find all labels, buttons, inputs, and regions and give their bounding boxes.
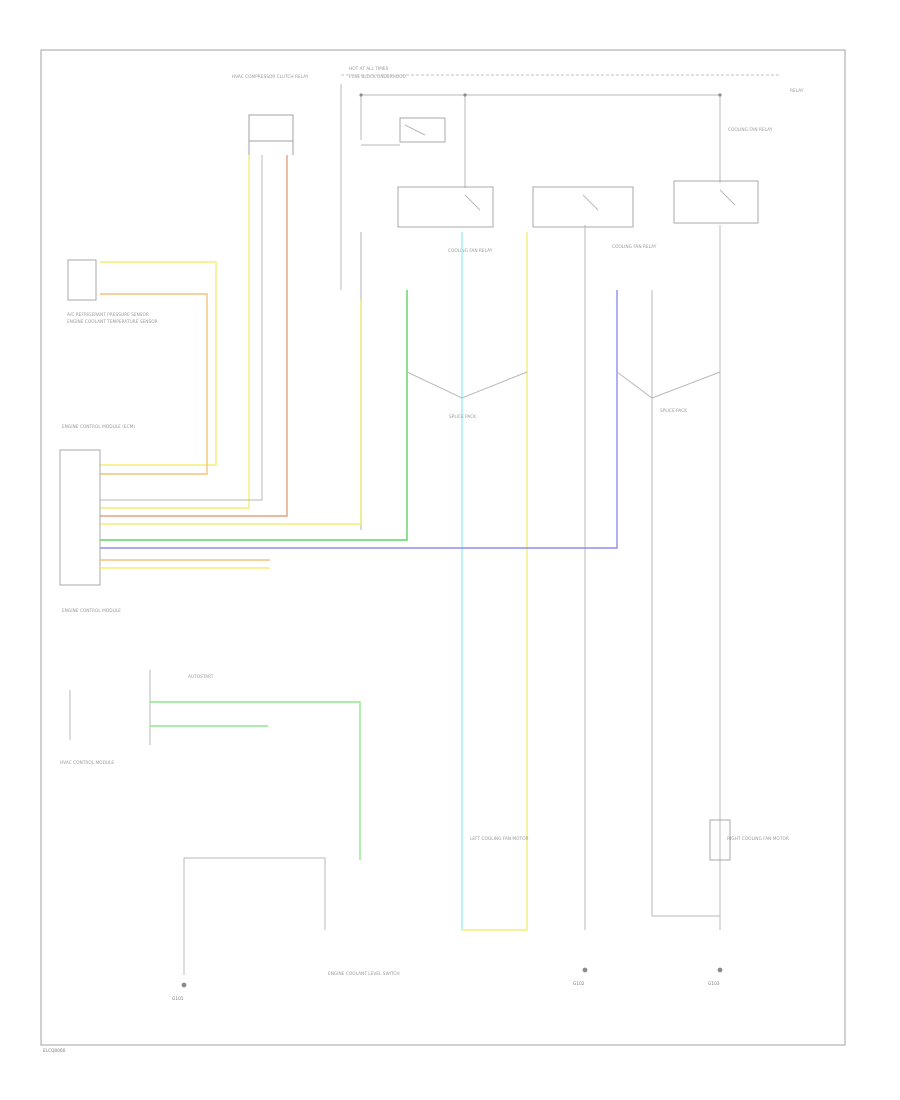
relay-center-right: COOLING FAN RELAY [532, 186, 657, 250]
diagram-frame [40, 49, 846, 1046]
wire-yellow-ecm [100, 300, 362, 525]
ac-refrigerant-sensor: A/C REFRIGERANT PRESSURE SENSOR ENGINE C… [67, 259, 158, 325]
right-relay-side-label: RELAY [790, 88, 804, 94]
ecm-module: ENGINE CONTROL MODULE (ECM) ENGINE CONTR… [59, 424, 135, 614]
right-cooling-fan-motor: RIGHT COOLING FAN MOTOR [709, 819, 789, 861]
left-cooling-fan-motor: LEFT COOLING FAN MOTOR [470, 836, 529, 842]
left-fan-label: LEFT COOLING FAN MOTOR [470, 836, 529, 842]
engine-coolant-level-switch: ENGINE COOLANT LEVEL SWITCH [183, 857, 400, 977]
fuse-block-bus: HOT AT ALL TIMES FUSE BLOCK UNDERHOOD RE… [340, 66, 804, 290]
ecm-detail-label: ENGINE CONTROL MODULE [62, 608, 121, 614]
wire-yellow-right [462, 232, 528, 931]
relay-right: COOLING FAN RELAY [673, 127, 773, 224]
wire-orange-top [100, 293, 208, 475]
fuse-block-label: FUSE BLOCK UNDERHOOD [349, 74, 407, 80]
ecm-label: ENGINE CONTROL MODULE (ECM) [62, 424, 135, 430]
wire-blue [100, 290, 618, 549]
relay-center-right-label: COOLING FAN RELAY [612, 244, 657, 250]
wire-redbrown-hvac [100, 155, 288, 517]
wire-yellow-hvac [100, 155, 250, 509]
hvac-compressor-relay: HVAC COMPRESSOR CLUTCH RELAY [232, 74, 309, 155]
relay-center-left: COOLING FAN RELAY [397, 186, 494, 254]
wire-yellow-top [100, 261, 217, 466]
ground-right: G103 [708, 967, 723, 987]
ground-center: G102 [573, 967, 588, 987]
ground-right-label: G103 [708, 981, 720, 987]
hvac-relay-box [248, 114, 294, 142]
hot-at-all-times-label: HOT AT ALL TIMES [349, 66, 389, 72]
autostart-label: AUTOSTART [188, 674, 214, 680]
engine-sensor-label: ENGINE COOLANT LEVEL SWITCH [328, 971, 400, 977]
figure-id: ELCQ0060 [43, 1048, 66, 1054]
ground-center-label: G102 [573, 981, 585, 987]
hvac-control-module: HVAC CONTROL MODULE AUTOSTART [60, 670, 214, 766]
engine-coolant-label: ENGINE COOLANT TEMPERATURE SENSOR [67, 319, 158, 325]
ac-sensor-label: A/C REFRIGERANT PRESSURE SENSOR [67, 312, 149, 318]
relay-right-label: COOLING FAN RELAY [728, 127, 773, 133]
wire-lightgreen-1 [150, 701, 361, 860]
right-fan-label: RIGHT COOLING FAN MOTOR [727, 836, 789, 842]
wire-green-1 [100, 290, 408, 541]
relay-left [361, 117, 446, 146]
splice-1-label: SPLICE PACK [449, 414, 476, 420]
relay-center-left-label: COOLING FAN RELAY [448, 248, 493, 254]
splice-2-label: SPLICE PACK [660, 408, 687, 414]
ground-left: G101 [172, 982, 187, 1002]
hvac-control-label: HVAC CONTROL MODULE [60, 760, 114, 766]
ground-left-label: G101 [172, 996, 184, 1002]
hvac-module-label: HVAC COMPRESSOR CLUTCH RELAY [232, 74, 309, 80]
